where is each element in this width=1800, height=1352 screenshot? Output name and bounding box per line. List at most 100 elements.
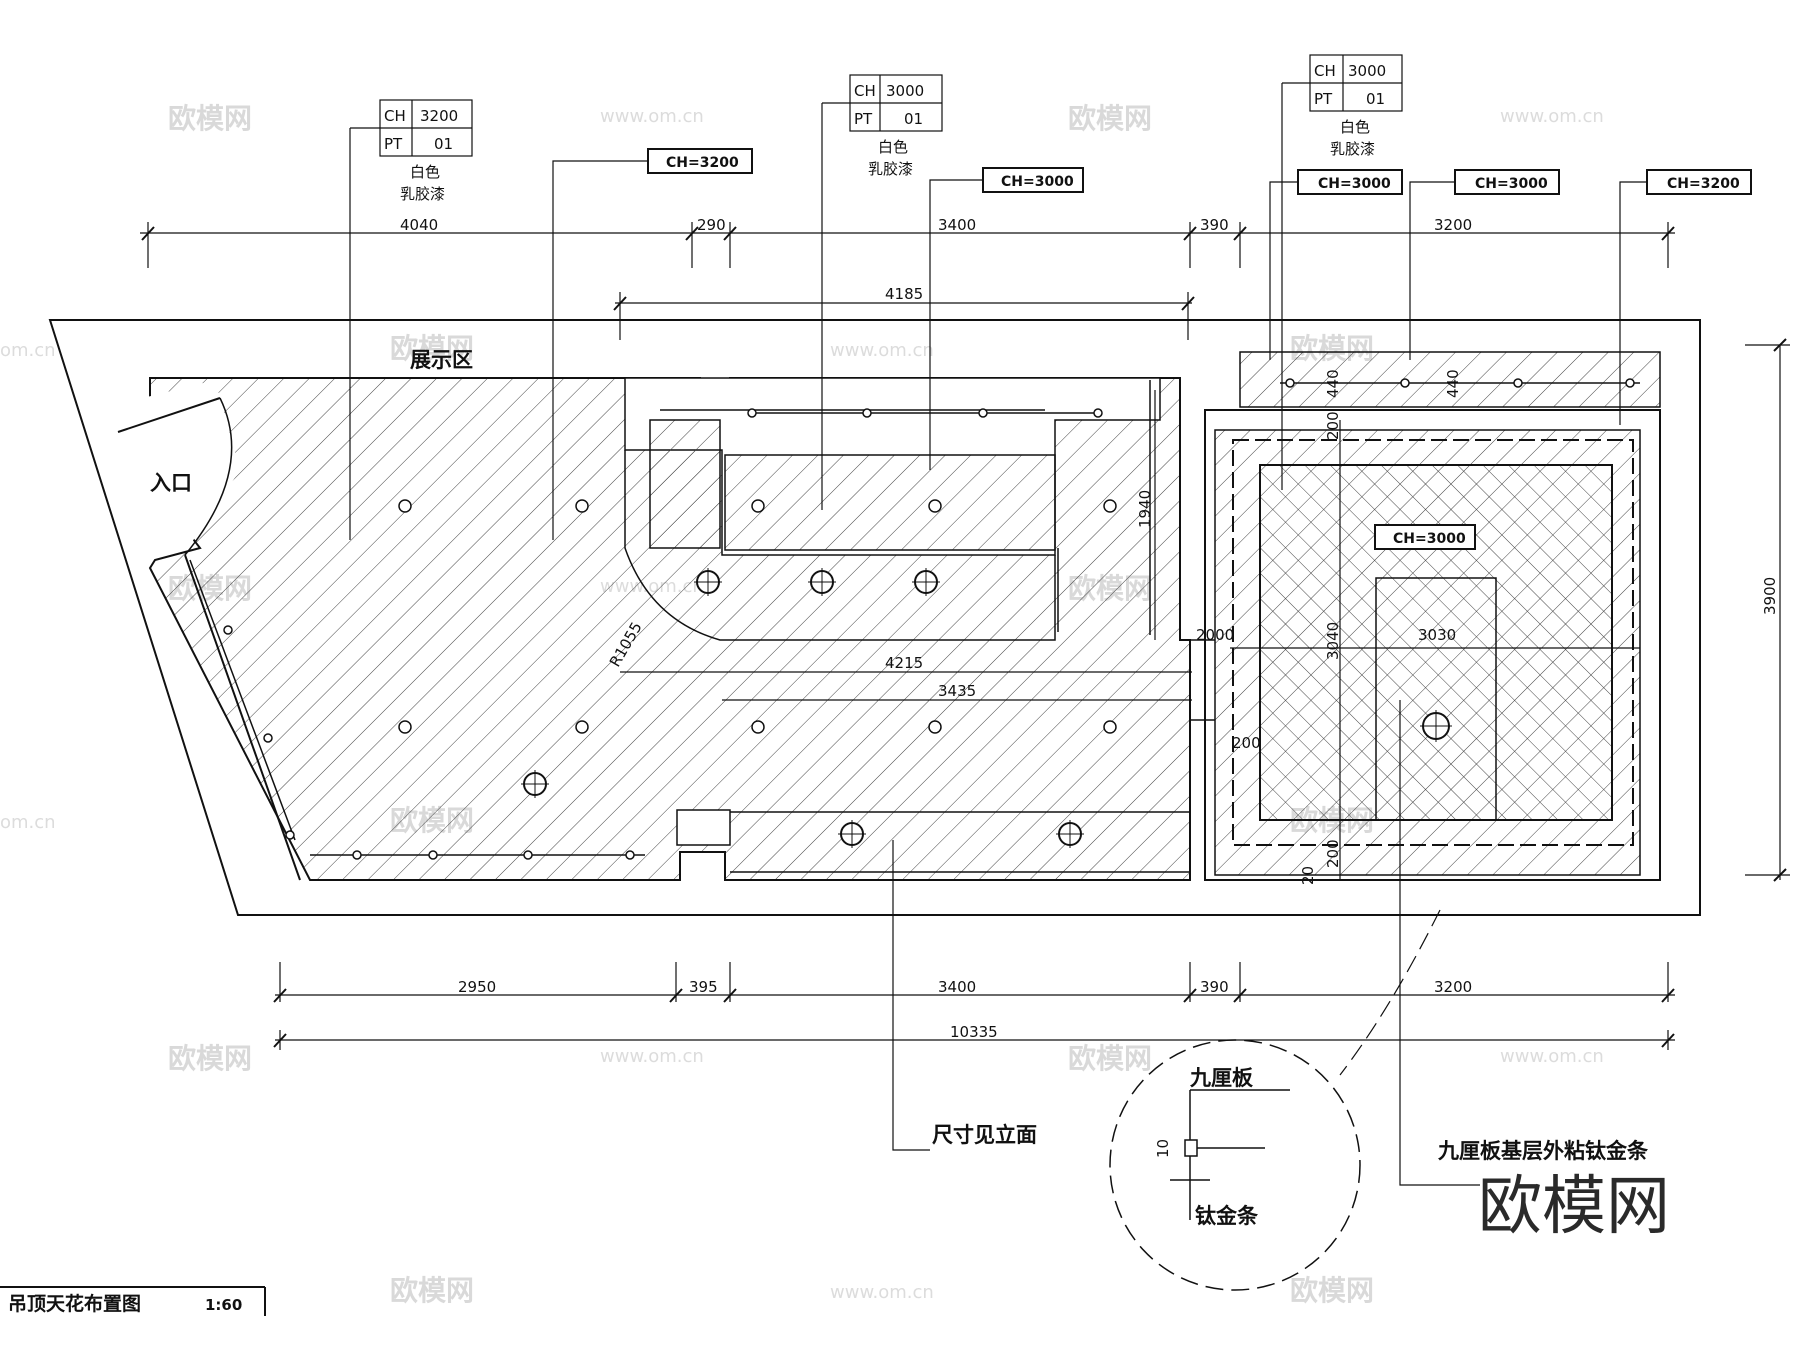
column-notch: [676, 809, 731, 846]
downlight-icon: [575, 499, 589, 513]
watermark-url: om.cn: [0, 340, 56, 361]
title-block: [0, 1286, 266, 1316]
dim-top-290: 290: [697, 216, 726, 234]
ch-box-label: CH=3200: [666, 155, 739, 171]
watermark-logo: 欧模网: [1290, 1274, 1374, 1307]
watermark-url: www.om.cn: [600, 106, 704, 127]
watermark-url: www.om.cn: [1500, 106, 1604, 127]
dim-3040: 3040: [1324, 622, 1342, 660]
dim-3030: 3030: [1418, 626, 1456, 644]
drawing-scale: 1:60: [205, 1296, 242, 1314]
tag-1-color: 白色: [410, 163, 440, 181]
dim-bottom-390: 390: [1200, 978, 1229, 996]
tag-1-pt-key: PT: [384, 135, 403, 153]
dim-bottom-total: 10335: [950, 1023, 998, 1041]
track-light-rails: [189, 378, 1640, 860]
label-nine-ply: 九厘板: [1189, 1066, 1254, 1090]
titanium-strip-outline: [1232, 439, 1634, 846]
building-outline: [48, 319, 1701, 916]
entrance-area: [100, 380, 240, 560]
dim-top-3200: 3200: [1434, 216, 1472, 234]
dimension-lines: [140, 222, 1790, 1050]
dimension-ticks: [141, 226, 1787, 1048]
ch-box-group: [647, 148, 1752, 550]
dim-top-inner: 4185: [885, 285, 923, 303]
ch-box-label: CH=3200: [1667, 176, 1740, 192]
downlight-icon: [398, 499, 412, 513]
label-entrance: 入口: [150, 471, 192, 495]
watermark-url: www.om.cn: [1500, 1046, 1604, 1067]
tag-table-2: [821, 74, 943, 510]
dim-right-3900: 3900: [1761, 577, 1779, 615]
watermark-url: www.om.cn: [830, 340, 934, 361]
dim-440-a: 440: [1324, 369, 1342, 398]
dim-top-390: 390: [1200, 216, 1229, 234]
ch-box-label: CH=3000: [1318, 176, 1391, 192]
ceiling-inner-panel: [724, 454, 1056, 551]
tag-3-color: 白色: [1340, 118, 1370, 136]
tag-2-pt-key: PT: [854, 110, 873, 128]
tag-1-ch-val: 3200: [420, 107, 458, 125]
curved-edge: [624, 450, 1056, 641]
drawing-title: 吊顶天花布置图: [8, 1292, 141, 1315]
dim-1940: 1940: [1136, 490, 1154, 528]
dim-inner-4215: 4215: [885, 654, 923, 672]
tag-1-ch-key: CH: [384, 107, 406, 125]
watermark-logo-large: 欧模网: [1478, 1170, 1670, 1242]
downlight-icon: [1103, 499, 1117, 513]
label-nine-ply-titanium: 九厘板基层外粘钛金条: [1437, 1139, 1649, 1163]
ch-box-label: CH=3000: [1393, 531, 1466, 547]
ch-leader-lines: [552, 160, 1647, 1186]
tag-2-ch-val: 3000: [886, 82, 924, 100]
tag-3-pt-val: 01: [1366, 90, 1385, 108]
tag-2-pt-val: 01: [904, 110, 923, 128]
watermark-logo: 欧模网: [1068, 102, 1152, 135]
tag-table-1: [349, 99, 473, 540]
ch-box-label: CH=3000: [1475, 176, 1548, 192]
dim-20: 20: [1299, 866, 1317, 885]
detail-callout-circle: [1109, 1039, 1361, 1291]
dim-200-c: 200: [1324, 839, 1342, 868]
detail-section: [1170, 1089, 1290, 1220]
right-room-outline: [1204, 409, 1661, 881]
tag-2-finish: 乳胶漆: [868, 160, 913, 178]
tag-3-finish: 乳胶漆: [1330, 140, 1375, 158]
dim-bottom-395: 395: [689, 978, 718, 996]
watermark-logo: 欧模网: [390, 1274, 474, 1307]
downlight-icon: [928, 720, 942, 734]
dim-bottom-3400: 3400: [938, 978, 976, 996]
downlight-icon: [575, 720, 589, 734]
tag-2-ch-key: CH: [854, 82, 876, 100]
tag-3-ch-val: 3000: [1348, 62, 1386, 80]
downlight-fixtures: [398, 499, 1117, 734]
watermark-logo: 欧模网: [390, 332, 474, 365]
ch-box-label: CH=3000: [1001, 174, 1074, 190]
dim-top-4040: 4040: [400, 216, 438, 234]
tag-2-color: 白色: [878, 138, 908, 156]
ceiling-inner-box: [649, 419, 721, 549]
dim-bottom-3200: 3200: [1434, 978, 1472, 996]
dim-bottom-2950: 2950: [458, 978, 496, 996]
downlight-icon: [1103, 720, 1117, 734]
dim-inner-3435: 3435: [938, 682, 976, 700]
watermark-logo: 欧模网: [1068, 1042, 1152, 1075]
dim-440-b: 440: [1444, 369, 1462, 398]
watermark-url: www.om.cn: [830, 1282, 934, 1303]
watermark-logo: 欧模网: [168, 1042, 252, 1075]
label-dims-see-elevation: 尺寸见立面: [932, 1123, 1037, 1147]
dim-200-a: 200: [1232, 734, 1261, 752]
dim-2000: 2000: [1196, 626, 1234, 644]
downlight-icon: [398, 720, 412, 734]
tag-table-3: [1281, 54, 1403, 490]
dim-top-3400: 3400: [938, 216, 976, 234]
right-room-top-band: [1239, 351, 1661, 408]
tag-1-finish: 乳胶漆: [400, 185, 445, 203]
tag-3-pt-key: PT: [1314, 90, 1333, 108]
tag-1-pt-val: 01: [434, 135, 453, 153]
dim-200-b: 200: [1324, 411, 1342, 440]
downlight-icon: [751, 499, 765, 513]
downlight-icon: [751, 720, 765, 734]
dim-10: 10: [1154, 1139, 1172, 1158]
